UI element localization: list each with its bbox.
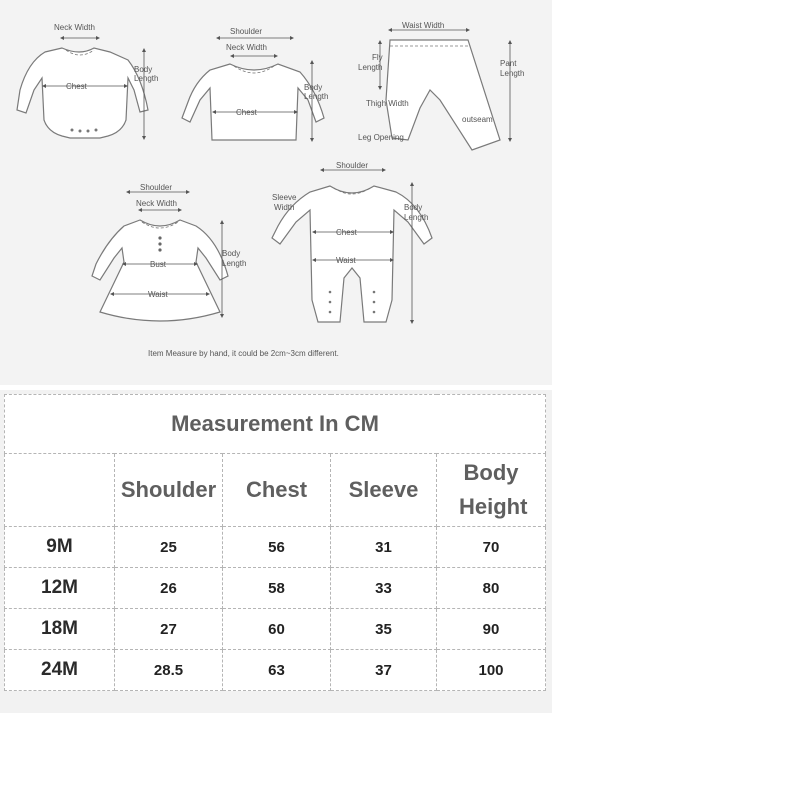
chest-value: 63	[222, 649, 331, 691]
size-label: 24M	[4, 649, 115, 691]
sleeve-value: 33	[330, 567, 437, 609]
shoulder-value: 26	[114, 567, 223, 609]
table-row: 24M 28.5 63 37 100	[4, 649, 546, 691]
chest-value: 60	[222, 608, 331, 650]
body-height-value: 70	[436, 526, 546, 568]
bodysuit-body-label-1: Body	[134, 65, 152, 74]
sleeve-value: 31	[330, 526, 437, 568]
dress-neck-width-label: Neck Width	[136, 199, 177, 208]
header-shoulder: Shoulder	[114, 453, 223, 527]
sleeve-value: 37	[330, 649, 437, 691]
chest-value: 58	[222, 567, 331, 609]
romper-waist-label: Waist	[336, 256, 356, 265]
body-height-value: 80	[436, 567, 546, 609]
header-body-height: Body Height	[436, 453, 546, 527]
romper-body-label-1: Body	[404, 203, 422, 212]
pants-outseam-label: outseam	[462, 115, 493, 124]
dress-shoulder-label: Shoulder	[140, 183, 172, 192]
size-table: Measurement In CM Shoulder Chest Sleeve …	[4, 394, 546, 691]
header-sleeve: Sleeve	[330, 453, 437, 527]
romper-sleeve-label-1: Sleeve	[272, 193, 297, 202]
garment-diagrams: Neck Width Chest Body Length Shoulder Ne…	[16, 21, 524, 358]
pants-thigh-width-label: Thigh Width	[366, 99, 409, 108]
bodysuit-neck-width-label: Neck Width	[54, 23, 95, 32]
top-neck-width-label: Neck Width	[226, 43, 267, 52]
size-label: 12M	[4, 567, 115, 609]
table-row: 9M 25 56 31 70	[4, 526, 546, 568]
pants-pant-label-2: Length	[500, 69, 524, 78]
pants-diagram: Waist Width Fly Length Pant Length Thigh…	[358, 21, 524, 151]
top-shoulder-label: Shoulder	[230, 27, 262, 36]
size-label: 9M	[4, 526, 115, 568]
romper-chest-label: Chest	[336, 228, 358, 237]
bodysuit-chest-label: Chest	[66, 82, 88, 91]
romper-sleeve-label-2: Width	[274, 203, 294, 212]
table-title-row: Measurement In CM	[4, 394, 546, 454]
bodysuit-body-label-2: Length	[134, 74, 158, 83]
romper-shoulder-label: Shoulder	[336, 161, 368, 170]
top-body-label-1: Body	[304, 83, 322, 92]
top-diagram: Shoulder Neck Width Chest Body Length	[181, 27, 328, 142]
measurement-note: Item Measure by hand, it could be 2cm~3c…	[148, 349, 339, 358]
pants-fly-label-2: Length	[358, 63, 382, 72]
romper-body-label-2: Length	[404, 213, 428, 222]
shoulder-value: 25	[114, 526, 223, 568]
shoulder-value: 27	[114, 608, 223, 650]
size-label: 18M	[4, 608, 115, 650]
dress-body-label-2: Length	[222, 259, 246, 268]
dress-bust-label: Bust	[150, 260, 167, 269]
body-height-value: 90	[436, 608, 546, 650]
table-title: Measurement In CM	[4, 394, 546, 454]
pants-leg-opening-label: Leg Opening	[358, 133, 404, 142]
romper-diagram: Shoulder Sleeve Width Chest Waist Body L…	[271, 161, 433, 324]
size-diagram-panel: Neck Width Chest Body Length Shoulder Ne…	[0, 0, 552, 385]
header-chest: Chest	[222, 453, 331, 527]
pants-pant-label-1: Pant	[500, 59, 517, 68]
chest-value: 56	[222, 526, 331, 568]
table-row: 12M 26 58 33 80	[4, 567, 546, 609]
sleeve-value: 35	[330, 608, 437, 650]
dress-body-label-1: Body	[222, 249, 240, 258]
table-header-row: Shoulder Chest Sleeve Body Height	[4, 453, 546, 527]
pants-waist-width-label: Waist Width	[402, 21, 444, 30]
body-height-value: 100	[436, 649, 546, 691]
shoulder-value: 28.5	[114, 649, 223, 691]
dress-diagram: Shoulder Neck Width Bust Waist Body Leng…	[91, 183, 246, 322]
table-row: 18M 27 60 35 90	[4, 608, 546, 650]
dress-waist-label: Waist	[148, 290, 168, 299]
top-chest-label: Chest	[236, 108, 258, 117]
size-chart: Measurement In CM Shoulder Chest Sleeve …	[0, 390, 552, 713]
top-body-label-2: Length	[304, 92, 328, 101]
bodysuit-diagram: Neck Width Chest Body Length	[16, 23, 158, 140]
pants-fly-label-1: Fly	[372, 53, 383, 62]
header-size	[4, 453, 115, 527]
